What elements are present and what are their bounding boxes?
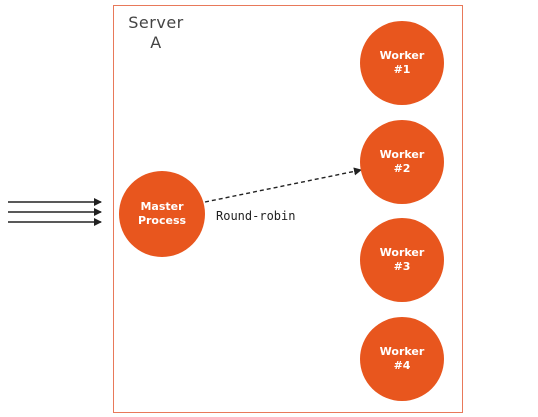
worker-label-line1: Worker — [379, 246, 425, 259]
worker-label-line2: #4 — [393, 359, 411, 372]
master-process-node: Master Process — [119, 171, 205, 257]
worker-node-2: Worker #2 — [360, 120, 444, 204]
master-label-line1: Master — [140, 200, 184, 213]
worker-node-4: Worker #4 — [360, 317, 444, 401]
master-label-line2: Process — [137, 214, 187, 227]
worker-node-3: Worker #3 — [360, 218, 444, 302]
worker-node-1: Worker #1 — [360, 21, 444, 105]
server-title: Server A — [126, 13, 186, 53]
server-box — [113, 5, 463, 413]
server-title-line2: A — [150, 33, 162, 52]
worker-label-line2: #3 — [393, 260, 411, 273]
worker-label-line2: #1 — [393, 63, 411, 76]
worker-label-line2: #2 — [393, 162, 411, 175]
worker-label-line1: Worker — [379, 345, 425, 358]
incoming-request-arrows — [8, 198, 102, 226]
worker-label-line1: Worker — [379, 49, 425, 62]
server-title-line1: Server — [128, 13, 184, 32]
round-robin-label: Round-robin — [216, 209, 296, 223]
round-robin-arrow — [204, 167, 362, 203]
worker-label-line1: Worker — [379, 148, 425, 161]
